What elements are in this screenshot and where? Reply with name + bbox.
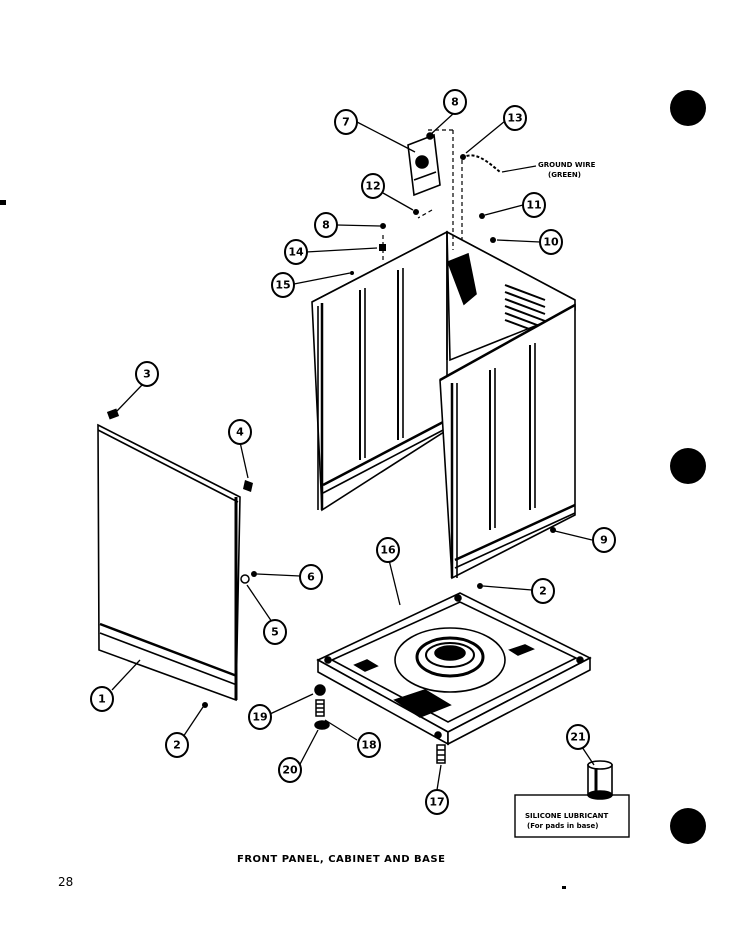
svg-text:10: 10 [543, 236, 559, 249]
svg-text:14: 14 [288, 246, 304, 259]
lubricant-can [587, 760, 613, 800]
callout-3: 3 [135, 361, 159, 387]
callout-19: 19 [248, 704, 272, 730]
callout-17: 17 [425, 789, 449, 815]
svg-text:7: 7 [342, 116, 350, 129]
callout-15: 15 [271, 272, 295, 298]
guide-lines [382, 129, 463, 262]
binder-holes [670, 90, 706, 844]
cabinet [311, 230, 576, 580]
callout-20: 20 [278, 757, 302, 783]
callout-11: 11 [522, 192, 546, 218]
page-number: 28 [58, 875, 73, 889]
diagram-caption: FRONT PANEL, CABINET AND BASE [237, 854, 445, 865]
callout-8a: 8 [314, 212, 338, 238]
svg-text:11: 11 [526, 199, 541, 212]
top-bracket [407, 132, 441, 197]
callout-8b: 8 [443, 89, 467, 115]
lubricant-label-line1: SILICONE LUBRICANT [525, 812, 609, 820]
svg-text:20: 20 [282, 764, 298, 777]
callout-bubbles: 1 2 2 3 4 5 6 7 8 8 9 10 11 12 13 14 15 … [90, 89, 616, 815]
leg-bolt [436, 744, 446, 764]
svg-text:15: 15 [275, 279, 290, 292]
callout-4: 4 [228, 419, 252, 445]
callout-6: 6 [299, 564, 323, 590]
svg-text:18: 18 [361, 739, 376, 752]
ground-wire-label-line2: (GREEN) [548, 171, 581, 179]
svg-text:2: 2 [539, 585, 547, 598]
leader-lines [111, 112, 595, 791]
svg-text:19: 19 [252, 711, 267, 724]
panel-spring [243, 480, 253, 492]
callout-16: 16 [376, 537, 400, 563]
svg-text:16: 16 [380, 544, 396, 557]
svg-text:9: 9 [600, 534, 608, 547]
callout-12: 12 [361, 173, 385, 199]
callout-13: 13 [503, 105, 527, 131]
svg-text:4: 4 [236, 426, 244, 439]
svg-text:3: 3 [143, 368, 151, 381]
lubricant-label-box [514, 794, 630, 838]
callout-1: 1 [90, 686, 114, 712]
callout-14: 14 [284, 239, 308, 265]
svg-text:8: 8 [451, 96, 459, 109]
svg-text:17: 17 [429, 796, 444, 809]
callout-10: 10 [539, 229, 563, 255]
ground-wire-label-line1: GROUND WIRE [538, 161, 596, 169]
callout-5: 5 [263, 619, 287, 645]
svg-text:13: 13 [507, 112, 522, 125]
base [316, 592, 592, 746]
callout-2a: 2 [165, 732, 189, 758]
svg-text:1: 1 [98, 693, 106, 706]
callout-18: 18 [357, 732, 381, 758]
svg-text:8: 8 [322, 219, 330, 232]
leveling-foot [314, 684, 330, 730]
svg-text:5: 5 [271, 626, 279, 639]
callout-7: 7 [334, 109, 358, 135]
lubricant-label-line2: (For pads in base) [527, 822, 598, 830]
svg-text:12: 12 [365, 180, 380, 193]
svg-text:2: 2 [173, 739, 181, 752]
callout-2b: 2 [531, 578, 555, 604]
svg-text:6: 6 [307, 571, 315, 584]
callout-21: 21 [566, 724, 590, 750]
svg-text:21: 21 [570, 731, 585, 744]
front-panel [97, 423, 241, 702]
callout-9: 9 [592, 527, 616, 553]
